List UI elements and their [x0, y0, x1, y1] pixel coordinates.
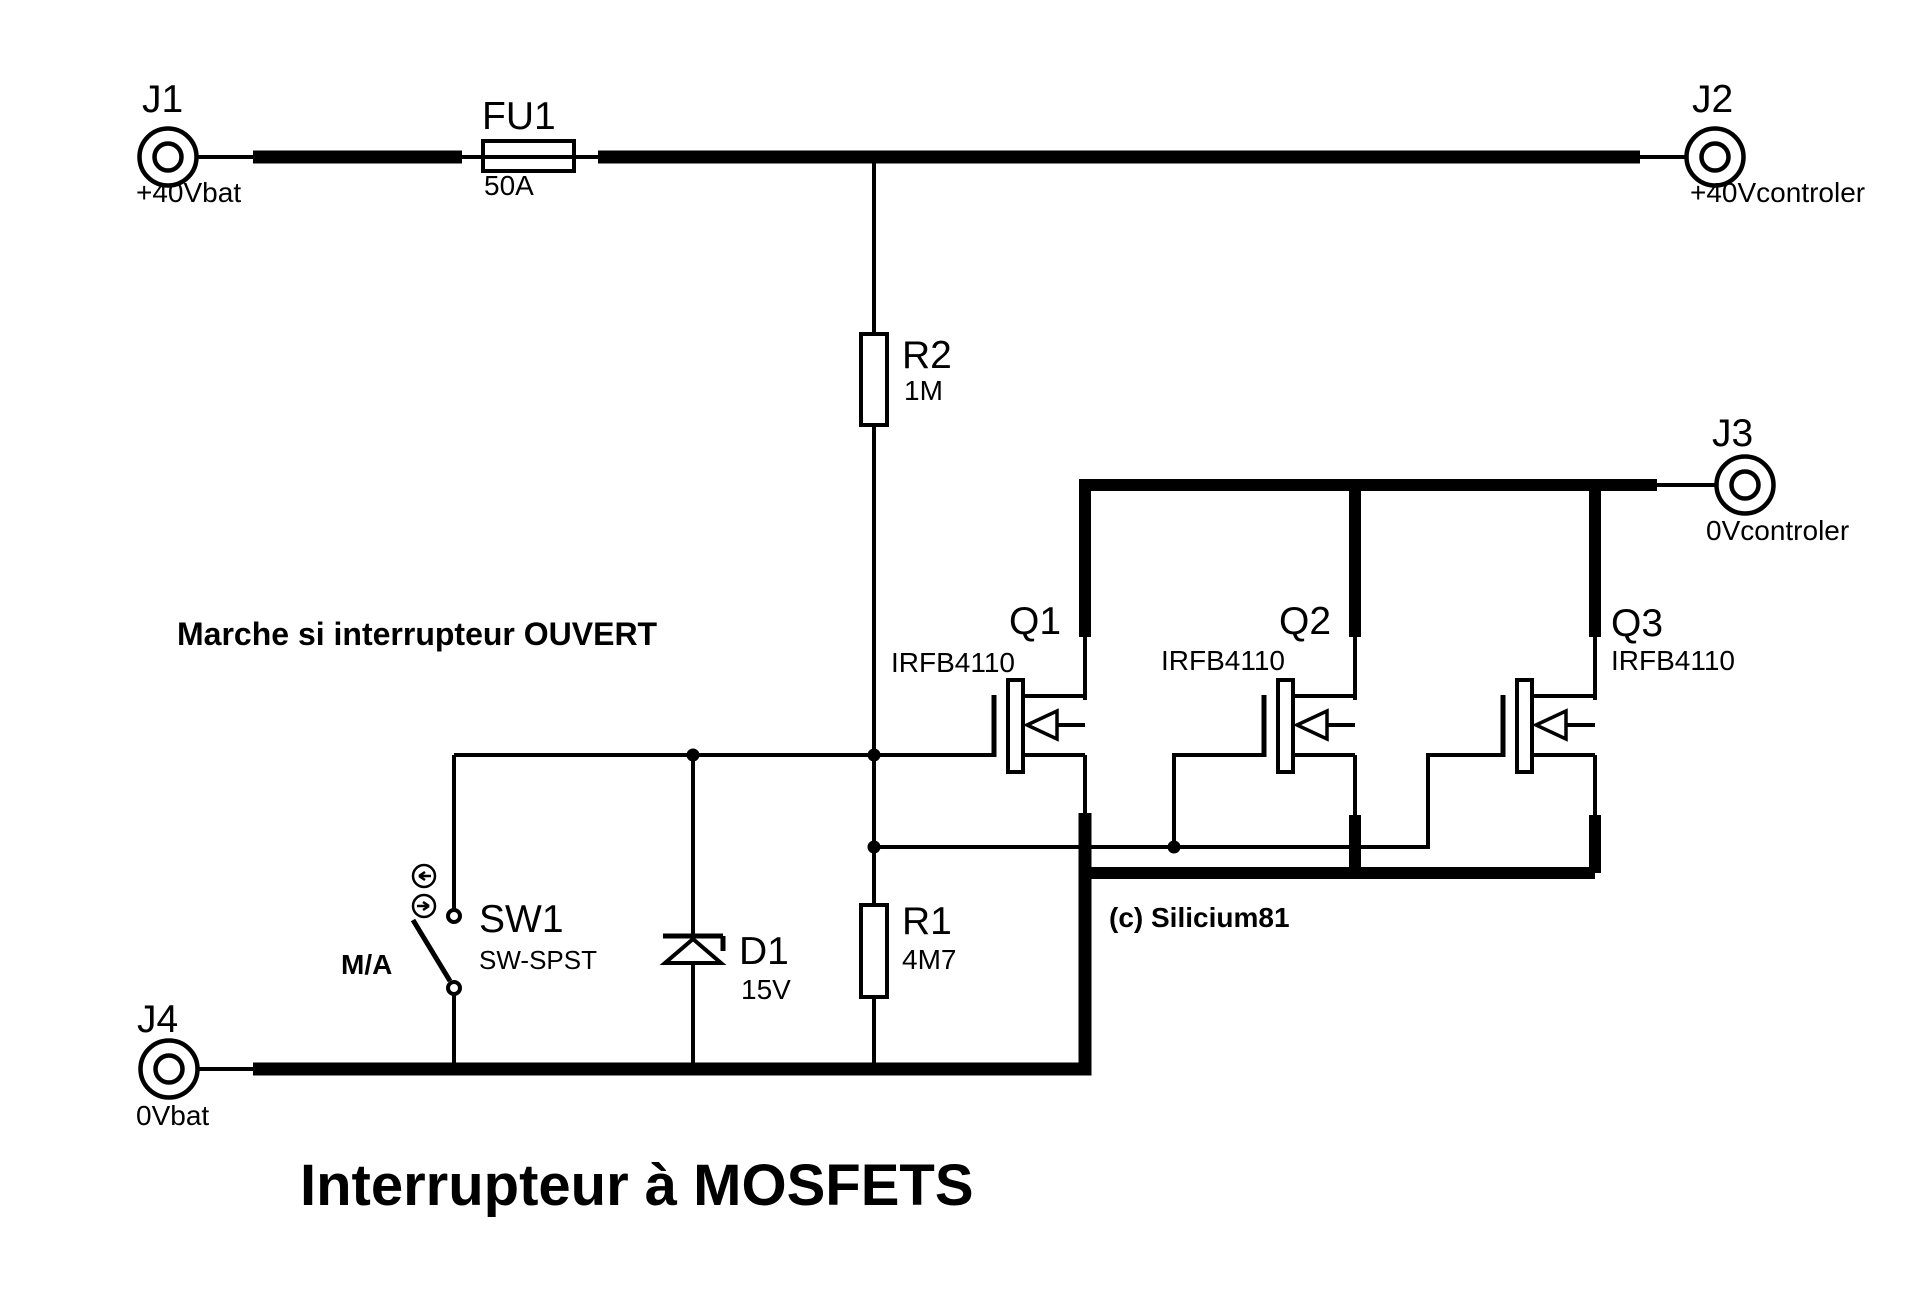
- switch-sw1-symbol: [410, 755, 462, 1069]
- zener-d1-symbol: [659, 755, 727, 1069]
- q1-ref-label: Q1: [1009, 600, 1062, 643]
- j4-net-label: 0Vbat: [136, 1100, 210, 1131]
- connector-j1-pad: [137, 126, 199, 188]
- r2-value-label: 1M: [904, 375, 943, 406]
- j2-ref-label: J2: [1692, 78, 1734, 121]
- q2-part-label: IRFB4110: [1161, 645, 1285, 676]
- q3-part-label: IRFB4110: [1611, 645, 1735, 676]
- sw1-part-label: SW-SPST: [479, 945, 597, 975]
- q2-ref-label: Q2: [1279, 600, 1332, 643]
- switch-action-label: M/A: [341, 949, 393, 980]
- source-drops: [1349, 755, 1601, 873]
- d1-ref-label: D1: [739, 930, 789, 973]
- r2-ref-label: R2: [902, 334, 952, 377]
- j1-net-label: +40Vbat: [136, 177, 242, 208]
- operating-note: Marche si interrupteur OUVERT: [177, 616, 658, 652]
- switch-open-arrow-icon: [411, 863, 437, 889]
- j4-ref-label: J4: [137, 998, 179, 1041]
- connector-j3-pad: [1714, 454, 1776, 516]
- junction-dots: [448, 150, 1181, 1076]
- mosfet-q3-symbol: [1500, 678, 1595, 774]
- sw1-ref-label: SW1: [479, 898, 564, 941]
- j1-ref-label: J1: [142, 78, 184, 121]
- mosfet-q2-symbol: [1261, 678, 1355, 774]
- d1-value-label: 15V: [741, 974, 791, 1005]
- j2-net-label: +40Vcontroler: [1690, 177, 1866, 208]
- j3-ref-label: J3: [1712, 412, 1754, 455]
- gate-control-wire: [454, 753, 1503, 849]
- resistor-r2-symbol: [859, 157, 889, 905]
- copyright-label: (c) Silicium81: [1109, 902, 1290, 933]
- resistor-r1-symbol: [859, 903, 889, 1069]
- bottom-ground-rail: [198, 755, 1595, 1076]
- fu1-value-label: 50A: [484, 170, 534, 201]
- fuse-fu1-symbol: [481, 139, 576, 173]
- fu1-ref-label: FU1: [482, 95, 556, 138]
- q3-ref-label: Q3: [1611, 602, 1664, 645]
- switch-close-arrow-icon: [411, 893, 437, 919]
- j3-net-label: 0Vcontroler: [1706, 515, 1850, 546]
- mosfet-q1-symbol: [991, 678, 1085, 774]
- r1-value-label: 4M7: [902, 944, 957, 975]
- q1-part-label: IRFB4110: [891, 647, 1015, 678]
- drain-bus: [1079, 479, 1716, 700]
- r1-ref-label: R1: [902, 900, 952, 943]
- connector-j4-pad: [138, 1038, 200, 1100]
- connector-j2-pad: [1684, 126, 1746, 188]
- schematic-title: Interrupteur à MOSFETS: [300, 1153, 974, 1218]
